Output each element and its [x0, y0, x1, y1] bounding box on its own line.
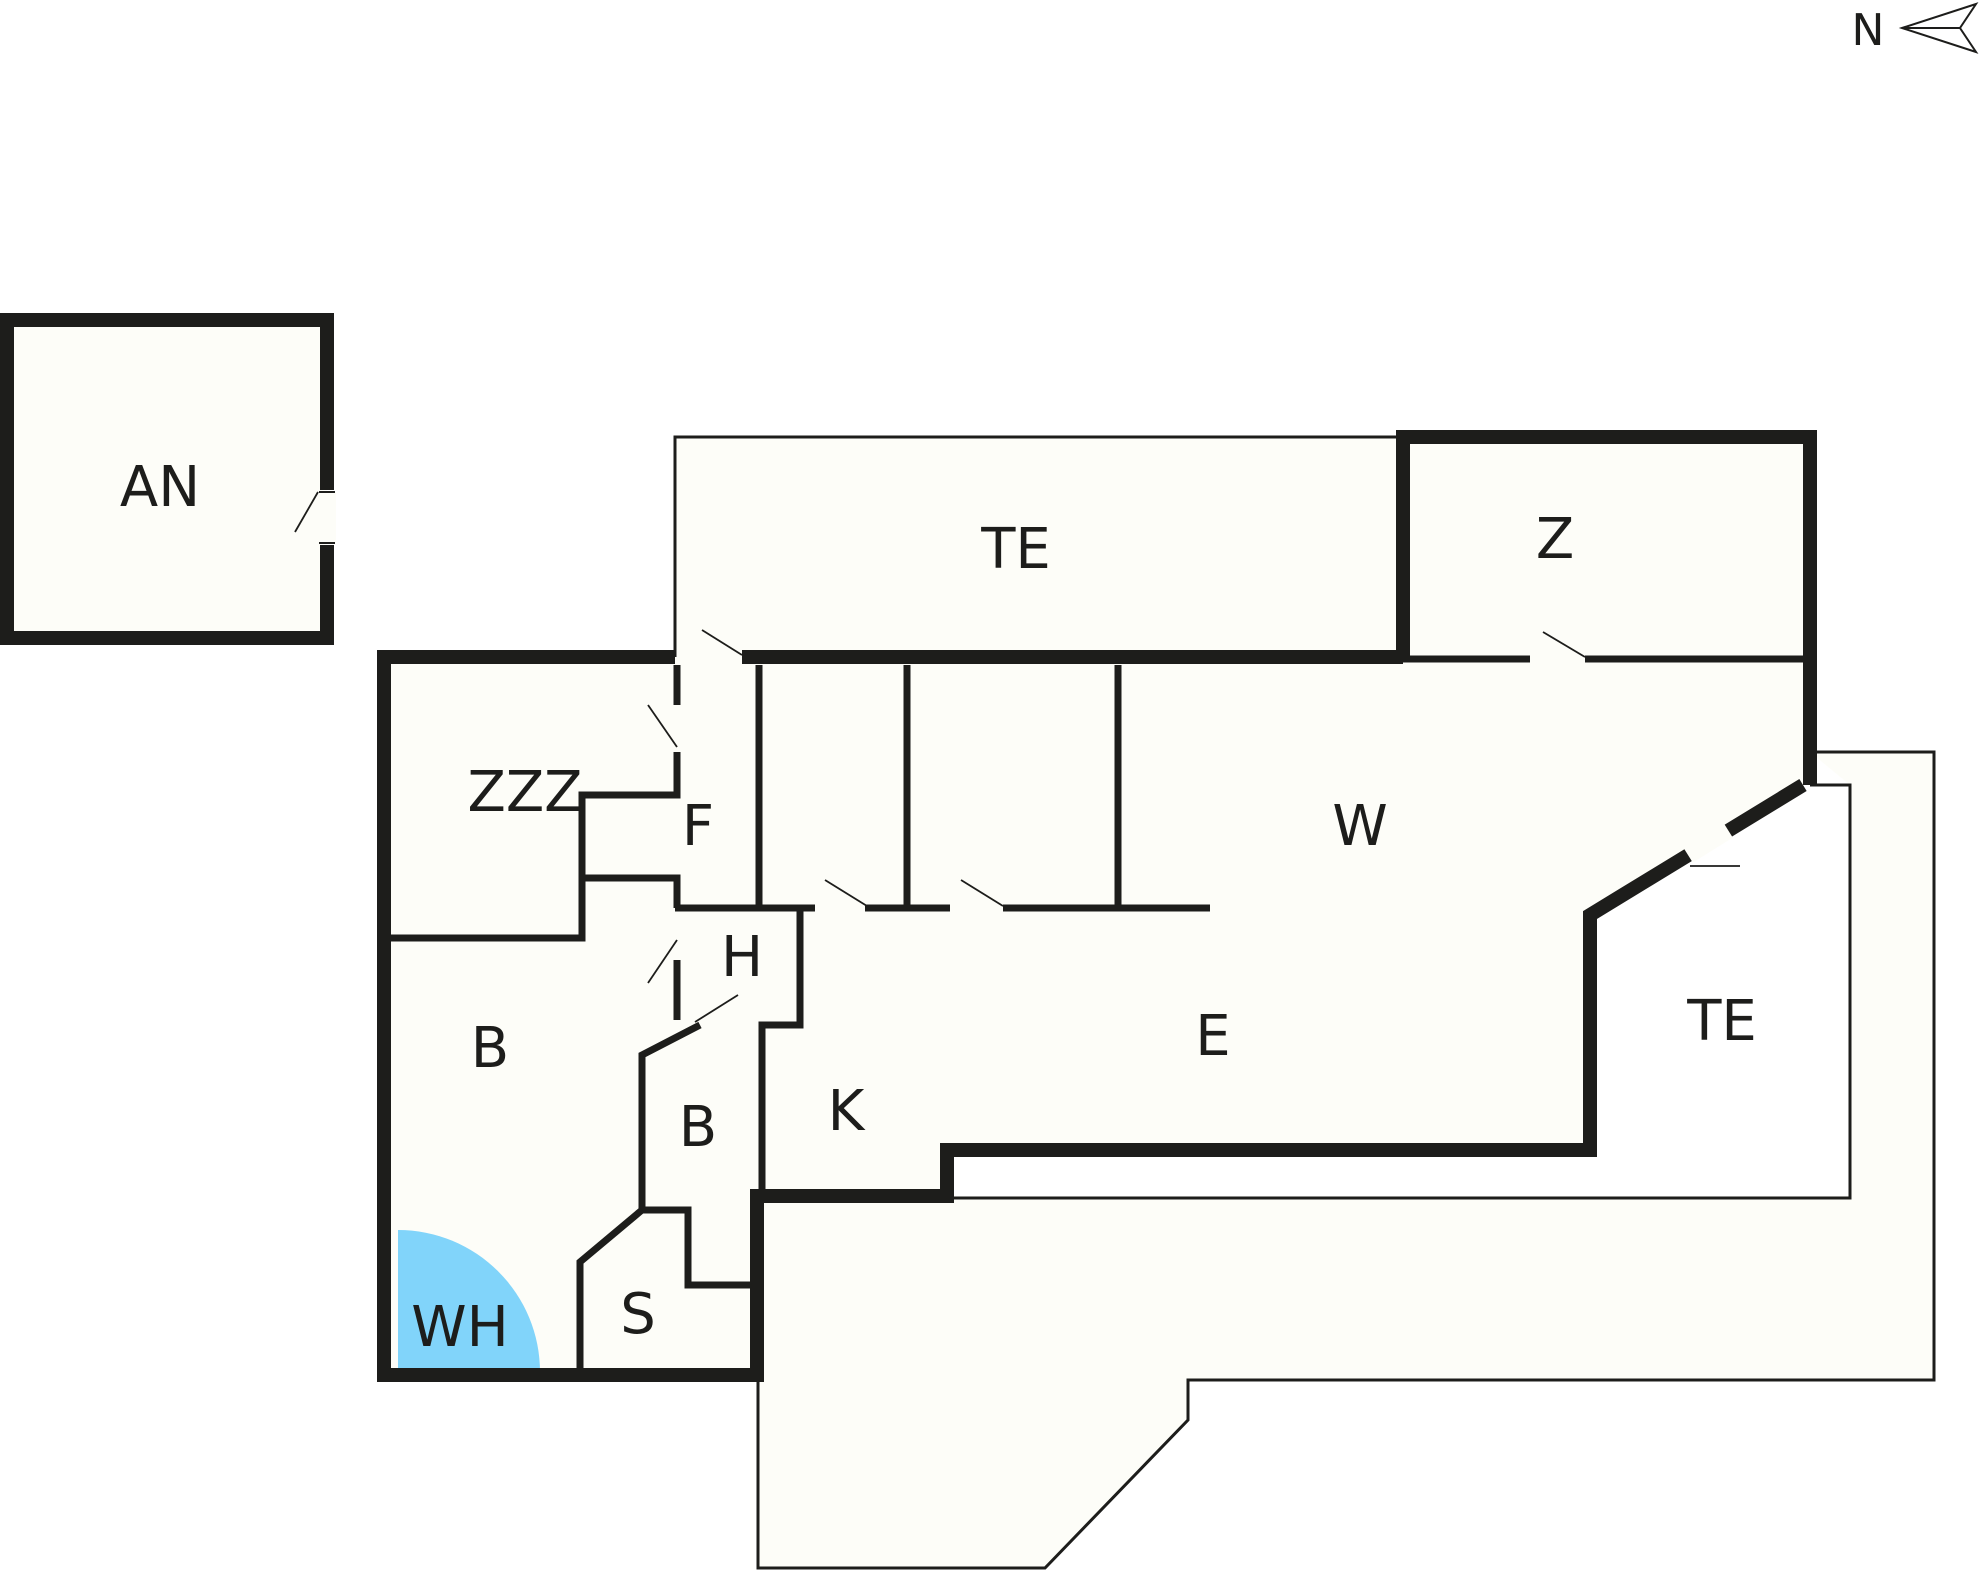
room-labels: AN TE Z ZZZ F W H B E TE B K WH S	[120, 455, 1757, 1360]
room-label-b-left: B	[471, 1016, 509, 1081]
room-label-te-top: TE	[980, 517, 1051, 582]
room-label-w: W	[1332, 794, 1387, 859]
room-label-zzz: ZZZ	[467, 760, 582, 825]
room-label-b-small: B	[679, 1095, 717, 1160]
door-swings	[294, 491, 1740, 1023]
room-label-z: Z	[1536, 507, 1574, 572]
interior-walls	[388, 655, 1805, 1372]
room-label-f: F	[682, 794, 714, 859]
window-openings	[318, 491, 1733, 863]
terrace-outlines	[673, 435, 1936, 1570]
north-arrow-icon	[1898, 2, 1979, 54]
room-label-te-right: TE	[1686, 989, 1757, 1054]
room-label-h: H	[721, 925, 763, 990]
room-label-wh: WH	[411, 1295, 508, 1360]
room-label-an: AN	[120, 455, 200, 520]
floor-areas	[7, 320, 1934, 1568]
room-label-k: K	[828, 1079, 866, 1144]
whirlpool-shape	[398, 1230, 540, 1372]
room-label-e: E	[1195, 1004, 1230, 1069]
north-label: N	[1852, 5, 1885, 56]
room-label-s: S	[620, 1282, 656, 1347]
exterior-walls	[0, 313, 1817, 1382]
compass: N	[1852, 2, 1979, 56]
